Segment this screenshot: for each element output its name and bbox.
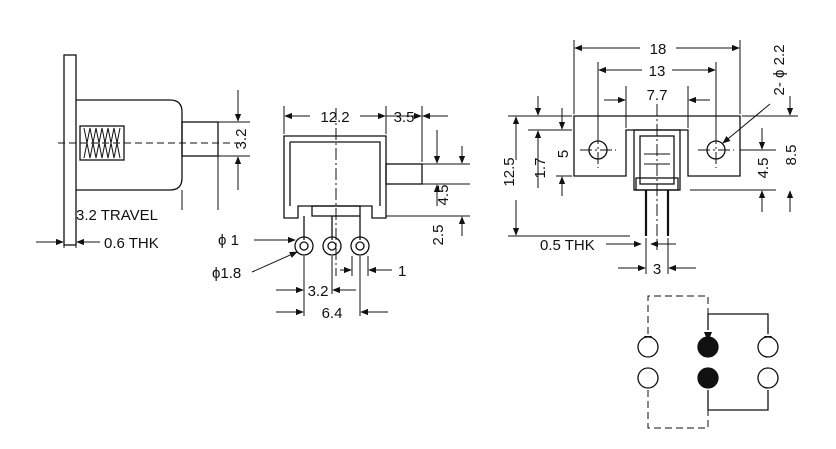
top-inner-label: 7.7 bbox=[647, 87, 668, 104]
front-pin-length-label: 2.5 bbox=[430, 225, 447, 246]
schematic-pin-4 bbox=[637, 367, 659, 389]
front-actuator bbox=[385, 163, 423, 185]
schematic-pin-6 bbox=[757, 367, 779, 389]
front-phi18-label: ϕ1.8 bbox=[212, 265, 241, 282]
top-hole-dia-label: 2- ϕ 2.2 bbox=[771, 45, 788, 96]
front-pin-right bbox=[350, 236, 370, 256]
side-height-label: 3.2 bbox=[233, 129, 250, 150]
front-pitch-label: 3.2 bbox=[308, 283, 329, 300]
top-height-total-label: 12.5 bbox=[501, 157, 518, 186]
side-thickness-label: 0.6 THK bbox=[104, 235, 159, 252]
schematic-pin-1 bbox=[637, 336, 659, 358]
top-view: 18 13 7.7 2- ϕ 2.2 12.5 1.7 5 bbox=[501, 40, 800, 278]
front-offset-label: 3.5 bbox=[394, 109, 415, 126]
schematic-pin-2 bbox=[697, 336, 719, 358]
spring-icon bbox=[83, 127, 121, 159]
side-mount-plate bbox=[63, 54, 77, 246]
front-phi1-label: ϕ 1 bbox=[218, 232, 239, 249]
front-pin-left bbox=[294, 236, 314, 256]
front-pin-height-label: 4.5 bbox=[435, 185, 452, 206]
schematic-dashed-top bbox=[647, 295, 709, 334]
schematic-dashed-bottom bbox=[647, 390, 709, 429]
front-pin-mid bbox=[322, 236, 342, 256]
front-span-label: 6.4 bbox=[322, 305, 343, 322]
side-actuator bbox=[181, 121, 219, 157]
top-right-high-label: 8.5 bbox=[783, 145, 800, 166]
side-view: 3.2 3.2 TRAVEL 0.6 THK bbox=[36, 54, 250, 252]
top-overall-label: 18 bbox=[650, 41, 667, 58]
side-body bbox=[76, 99, 183, 191]
top-thickness-label: 0.5 THK bbox=[540, 237, 595, 254]
top-flange bbox=[573, 115, 741, 177]
top-hole-spacing-label: 13 bbox=[649, 63, 666, 80]
front-view: 12.2 3.5 4.5 2.5 ϕ 1 ϕ1.8 3.2 6.4 bbox=[212, 106, 470, 322]
schematic-solid-top bbox=[707, 313, 769, 334]
schematic-pins bbox=[637, 336, 779, 389]
circuit-schematic bbox=[637, 295, 779, 429]
schematic-solid-bottom bbox=[707, 390, 769, 411]
top-edge-label: 1.7 bbox=[532, 158, 549, 179]
spring-icon-b bbox=[83, 127, 121, 159]
top-right-low-label: 4.5 bbox=[755, 158, 772, 179]
schematic-pin-3 bbox=[757, 336, 779, 358]
front-pin-width-label: 1 bbox=[398, 263, 406, 280]
schematic-pin-5 bbox=[697, 367, 719, 389]
top-pin-gap-label: 3 bbox=[653, 261, 661, 278]
side-travel-label: 3.2 TRAVEL bbox=[76, 207, 158, 224]
front-width-label: 12.2 bbox=[320, 109, 349, 126]
front-body bbox=[283, 135, 387, 219]
top-mid-label: 5 bbox=[555, 150, 572, 158]
